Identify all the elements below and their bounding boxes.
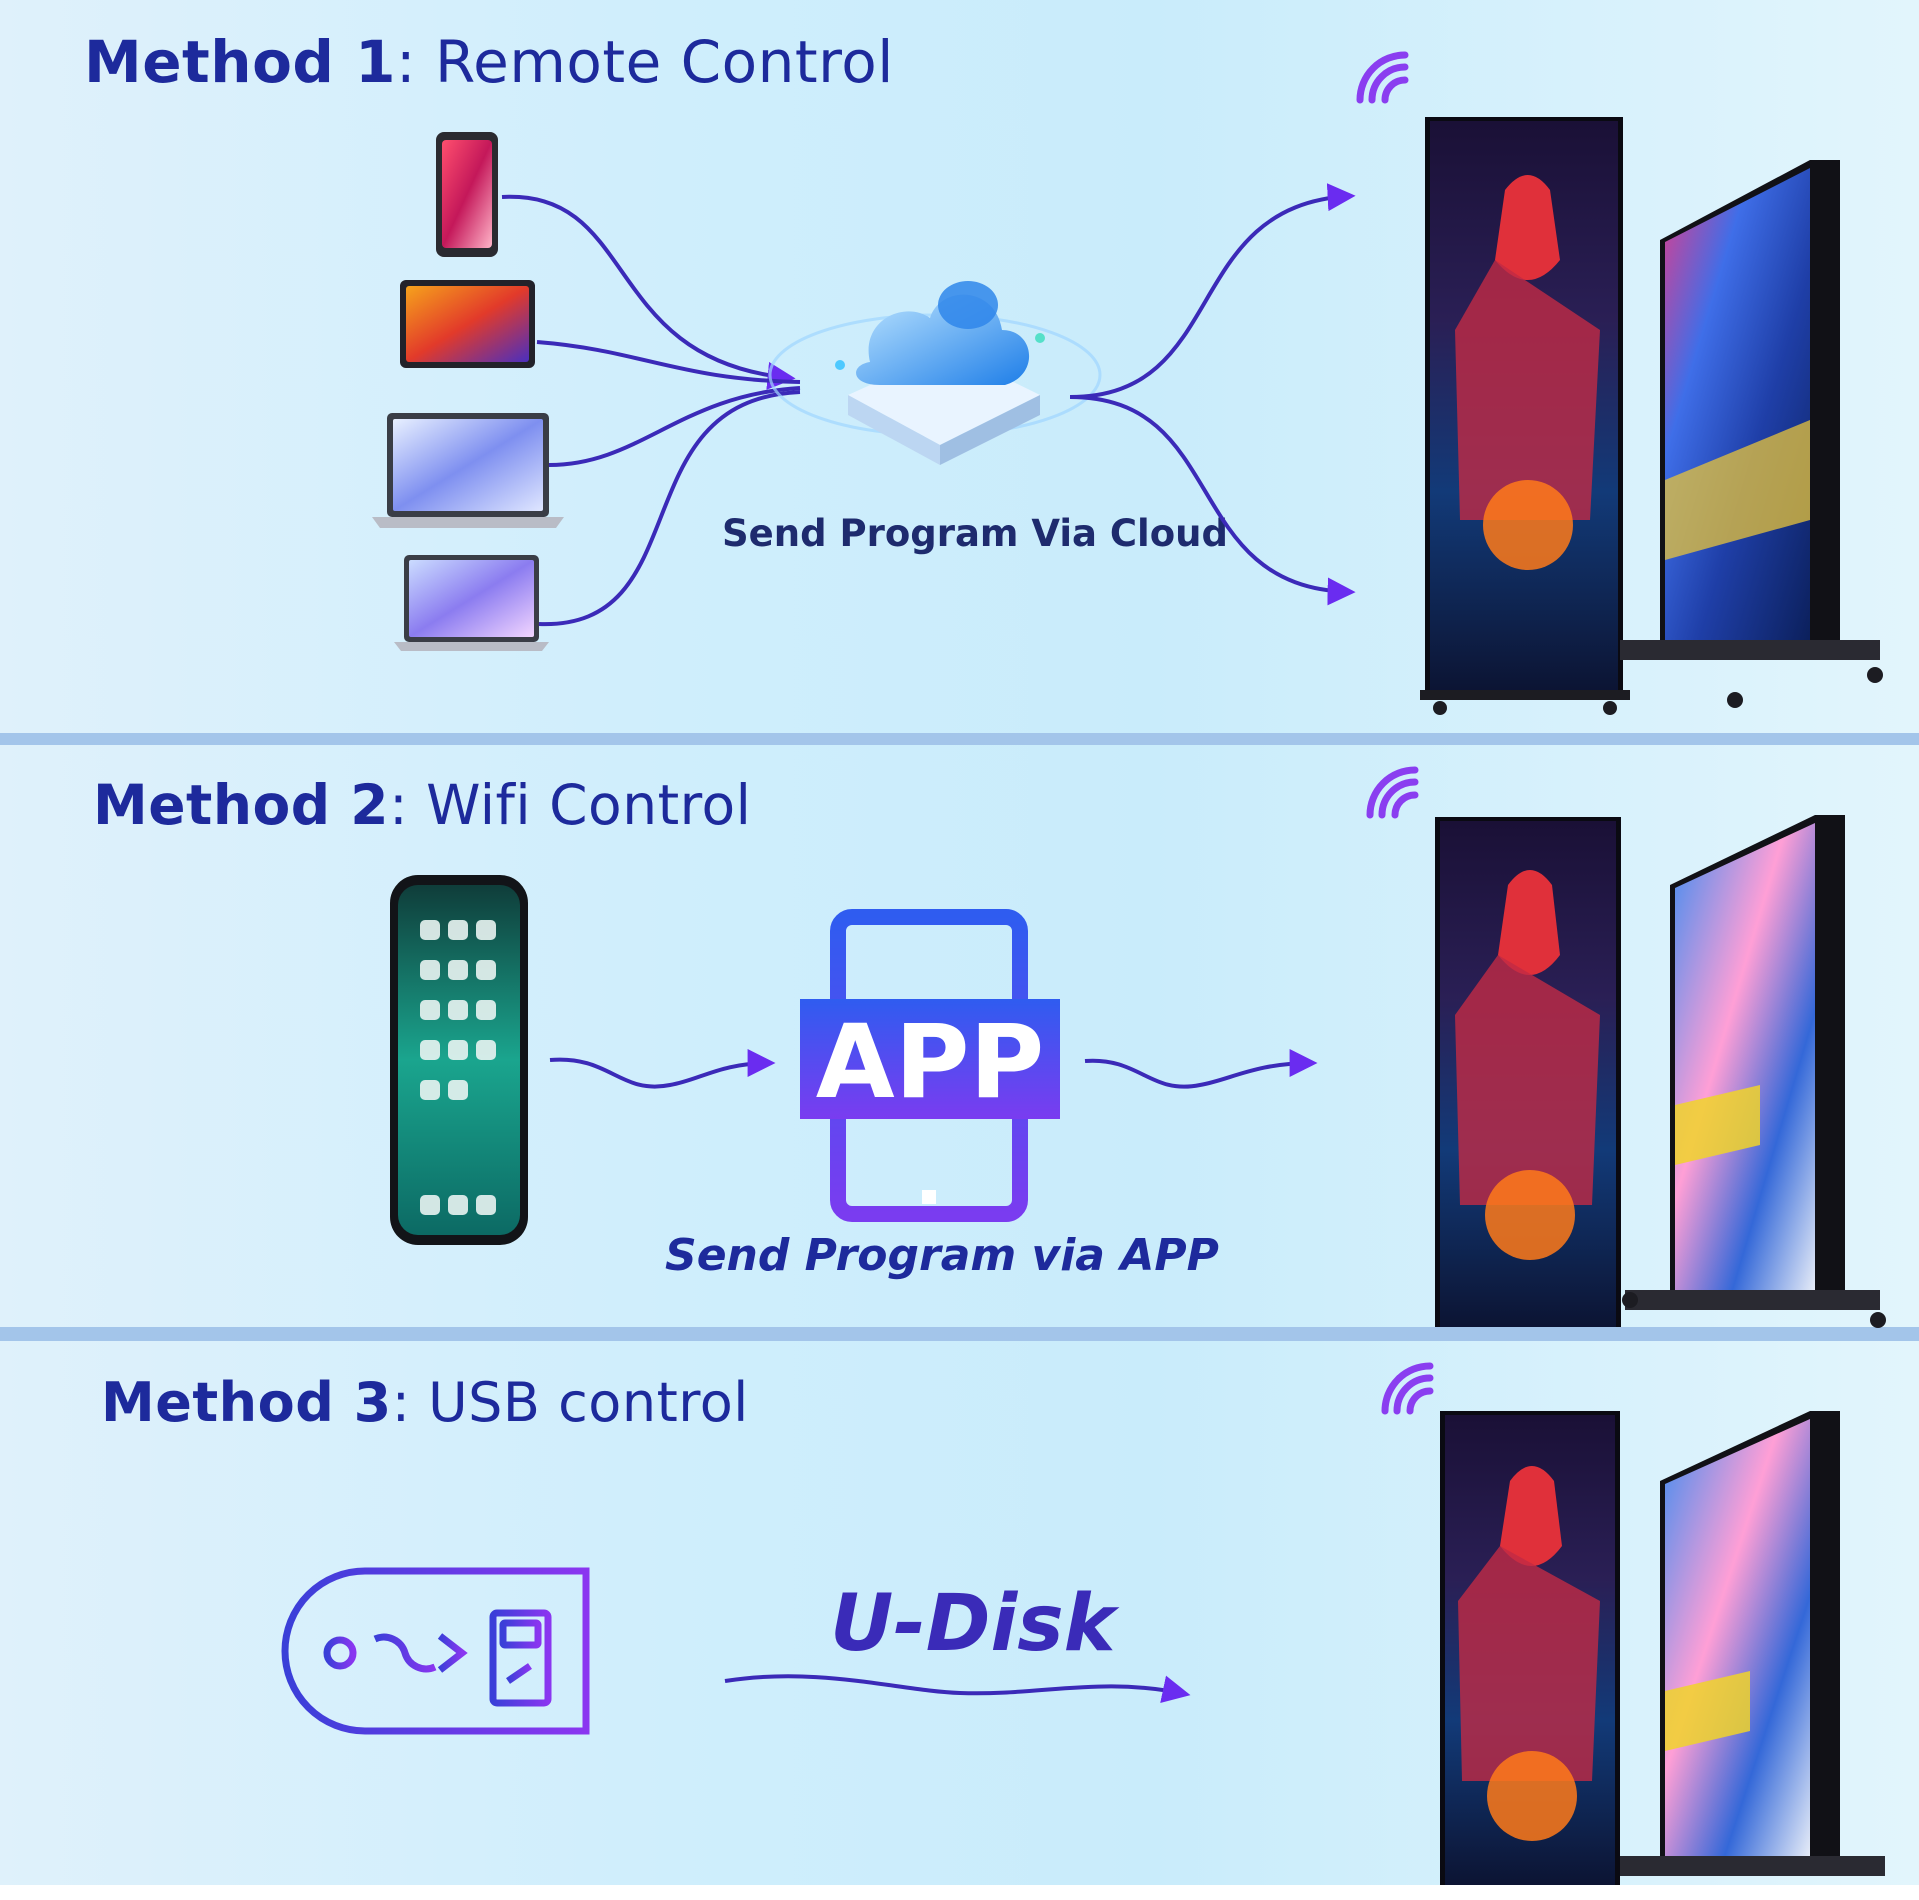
led-poster-display-icon [1622,815,1886,1328]
wifi-signal-icon [1356,51,1409,104]
method-3-label: Method 3 [101,1371,392,1434]
method-2-name: : Wifi Control [389,773,752,837]
method-3-graphics [281,1362,1885,1885]
led-poster-display-icon [1620,160,1883,708]
phone-icon [436,132,498,257]
app-icon: APP [800,909,1060,1222]
arrow-icon [724,1674,1191,1704]
tablet-icon [400,280,535,368]
divider [0,1327,1919,1341]
method-2-panel: Method 2: Wifi Control Send Program via … [0,745,1919,1328]
laptop-icon [372,413,564,528]
method-3-title: Method 3: USB control [101,1371,749,1434]
method-3-panel: Method 3: USB control U-Disk [0,1341,1919,1885]
method-3-name: : USB control [391,1371,749,1434]
divider [0,733,1919,745]
method-1-title: Method 1: Remote Control [84,28,894,96]
wifi-signal-icon [1366,766,1419,819]
led-poster-display-icon [1435,817,1621,1327]
app-label: APP [816,1003,1044,1122]
method-2-caption: Send Program via APP [665,1230,1219,1281]
method-1-graphics [372,51,1883,715]
laptop-icon [394,555,549,651]
method-3-caption: U-Disk [830,1579,1116,1669]
wifi-signal-icon [1381,1362,1434,1415]
arrow-icon [549,1049,1318,1089]
converging-arrows [501,194,801,627]
cloud-icon [768,281,1102,465]
method-1-panel: Method 1: Remote Control Send Program Vi… [0,0,1919,733]
smartphone-icon [390,875,528,1245]
led-poster-display-icon [1440,1411,1620,1885]
usb-icon [281,1567,590,1735]
method-2-graphics: APP [390,766,1886,1328]
method-1-label: Method 1 [84,28,396,96]
method-1-name: : Remote Control [395,28,894,96]
method-2-title: Method 2: Wifi Control [93,773,751,837]
method-1-caption: Send Program Via Cloud [722,512,1228,555]
divider [0,1885,1919,1900]
led-poster-display-icon [1620,1411,1885,1876]
diverging-arrows [1069,183,1356,606]
method-2-label: Method 2 [93,773,390,837]
led-poster-display-icon [1420,117,1630,715]
